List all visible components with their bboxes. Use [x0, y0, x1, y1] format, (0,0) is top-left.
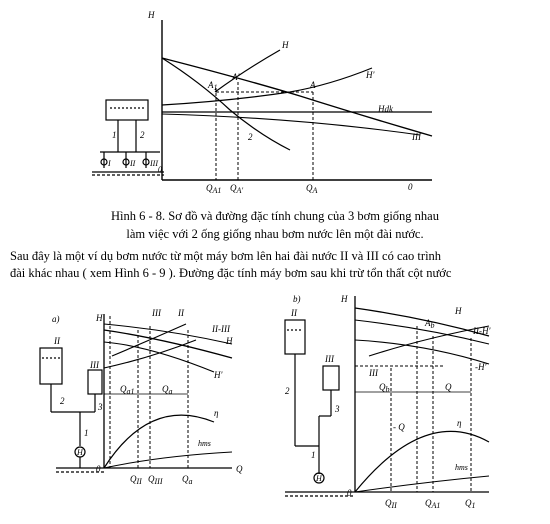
figure-b-pipe-3: 3	[334, 404, 340, 414]
figure-b-dim-qb: Qb	[379, 382, 390, 394]
point-a-prime: A'	[231, 72, 240, 82]
figure-b-curve-h	[354, 307, 490, 337]
figure-6-9-b: b) H 0 H II-H' -H' III Ab η hms - Q Qb Q…	[284, 294, 491, 510]
figure-a-label-eta: η	[214, 408, 219, 418]
figure-b-tick-qii: QII	[385, 498, 397, 510]
curve-ho	[214, 49, 281, 93]
label-iii: III	[411, 132, 422, 142]
figure-a-curve-loss	[103, 451, 233, 469]
figure-b-pipe-1: 1	[311, 450, 316, 460]
body-text-line-1: Sau đây là một ví dụ bơm nước từ một máy…	[10, 249, 442, 263]
figure-b-label-h: H	[454, 306, 462, 316]
pump-iii-label: III	[149, 159, 158, 168]
schematic-top	[92, 99, 164, 176]
figure-b-label-loss: hms	[455, 463, 468, 472]
figure-6-9-a: a) H Q 0 III II II-III H H' η hms Qa1 Qa…	[39, 308, 243, 486]
y-axis-label: H	[147, 10, 155, 20]
figure-a-origin: 0	[96, 464, 101, 474]
figure-a-label-sum: II-III	[211, 324, 231, 334]
figure-a-tank-iii: III	[89, 360, 100, 370]
figure-a-x-label: Q	[236, 464, 243, 474]
figure-a-pipe-1: 1	[84, 428, 89, 438]
label-two: 2	[248, 132, 253, 142]
point-a1: A1	[207, 80, 218, 92]
tick-qa-prime: QA'	[230, 183, 243, 195]
figure-a-pipe-2: 2	[60, 396, 65, 406]
figure-b-tick-q1: Q1	[465, 498, 476, 510]
figure-a-tick-qa: Qa	[182, 474, 193, 486]
figure-a-curve-h	[103, 329, 233, 359]
figure-a-pump: H	[76, 448, 84, 457]
figure-b-curve-h-prime	[354, 339, 490, 365]
body-text-line-2: đài khác nhau ( xem Hình 6 - 9 ). Đường …	[10, 266, 452, 280]
figure-b-pipe-2: 2	[285, 386, 290, 396]
pump-ii-label: II	[129, 159, 136, 168]
figure-a-pipe-3: 3	[97, 402, 103, 412]
figure-a-label-loss: hms	[198, 439, 211, 448]
figure-b-tank-iii: III	[324, 354, 335, 364]
figure-b-label-minus-q: - Q	[393, 422, 405, 432]
tick-qa: QA	[306, 183, 318, 195]
figure-b-label-iii: III	[368, 368, 379, 378]
figure-a-tank-ii: II	[53, 336, 61, 346]
figure-b-y-label: H	[340, 294, 348, 304]
tick-qa1: QA1	[206, 183, 221, 195]
figure-caption-line-2: làm việc với 2 ống giống nhau bơm nước l…	[126, 227, 424, 241]
curve-system	[161, 67, 373, 106]
point-a: A	[309, 80, 316, 90]
figure-a-dim-qa1: Qa1	[120, 384, 135, 396]
figure-a-curve-h-prime	[103, 341, 215, 373]
figure-b-tag: b)	[293, 294, 301, 304]
label-ho: H	[281, 40, 289, 50]
schematic-label-2: 2	[140, 130, 145, 140]
figure-a-label-ii: II	[177, 308, 185, 318]
label-ho-prime: H'	[365, 70, 375, 80]
figure-a-tick-qiii: QIII	[148, 474, 163, 486]
figure-a-label-h-prime: H'	[213, 370, 223, 380]
schematic-label-1: 1	[112, 130, 117, 140]
figure-b-schematic	[284, 319, 355, 497]
figure-6-8: H 0 H H' Hdk III 2 A1 A' A QA1 QA' QA	[92, 10, 433, 195]
figure-b-tick-qa1: QA1	[425, 498, 440, 510]
pump-i-label: I	[107, 159, 111, 168]
figure-b-curve-loss	[354, 475, 490, 493]
figure-a-tag: a)	[52, 314, 60, 324]
origin-label: 0	[408, 182, 413, 192]
figure-b-pump: H	[315, 474, 323, 483]
figure-b-curve-eta	[354, 430, 490, 493]
curve-h-prime	[161, 57, 291, 151]
figure-b-label-h-prime: -H'	[475, 362, 487, 372]
figure-a-label-h: H	[225, 336, 233, 346]
figure-a-curve-sum	[103, 323, 233, 345]
label-hdk: Hdk	[377, 104, 394, 114]
schematic-zero: 0	[158, 165, 162, 174]
figure-a-curve-eta	[103, 414, 215, 469]
figure-b-label-eta: η	[457, 418, 462, 428]
curve-h	[161, 57, 433, 137]
figure-b-tank-ii: II	[290, 308, 298, 318]
figure-b-curve-system	[368, 325, 490, 357]
curve-iii	[161, 113, 421, 136]
figure-a-dim-qa: Qa	[162, 384, 173, 396]
figure-b-origin: 0	[347, 488, 352, 498]
figure-caption-line-1: Hình 6 - 8. Sơ đồ và đường đặc tính chun…	[111, 209, 439, 223]
figure-a-y-label: H	[95, 313, 103, 323]
figure-b-curve-sum	[354, 319, 490, 345]
figure-b-label-ab: Ab	[424, 318, 435, 330]
figure-a-label-iii: III	[151, 308, 162, 318]
figure-a-schematic	[39, 347, 104, 473]
figure-a-curve-ii	[111, 323, 187, 357]
figure-a-tick-qii: QII	[130, 474, 142, 486]
figure-b-dim-q: Q	[445, 382, 452, 392]
figure-b-label-sum: II-H'	[472, 326, 491, 336]
